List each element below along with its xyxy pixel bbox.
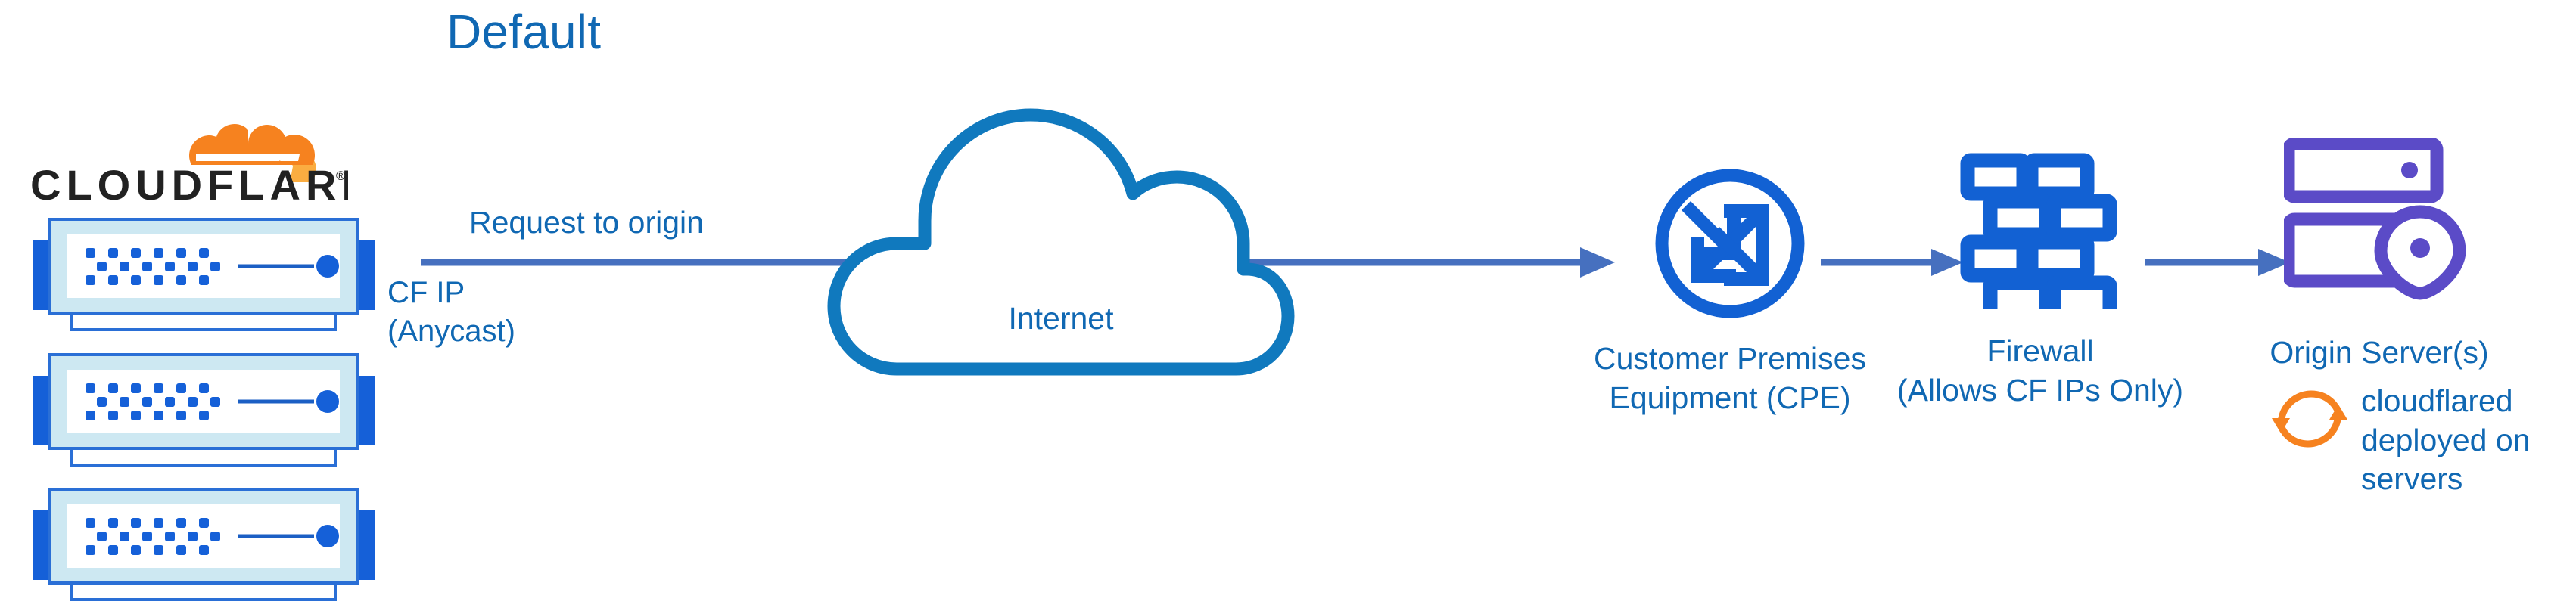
label-cf-ip-line2: (Anycast) — [387, 315, 515, 349]
label-cpe-line1: Customer Premises — [1594, 341, 1866, 376]
svg-text:CLOUDFLARE: CLOUDFLARE — [30, 161, 348, 209]
label-request-to-origin: Request to origin — [469, 205, 704, 240]
arrow-cpe-to-firewall — [1821, 243, 1965, 281]
cloudflared-line2: deployed on — [2361, 422, 2531, 457]
server-rack-location-icon — [2284, 138, 2466, 300]
firewall-icon — [1958, 151, 2119, 309]
cf-edge-switch-1 — [33, 218, 375, 333]
label-origin-server: Origin Server(s) — [2270, 335, 2489, 370]
network-switch-icon — [33, 353, 375, 467]
label-cf-ip: CF IP (Anycast) — [387, 274, 614, 351]
page-title: Default — [446, 5, 602, 59]
cf-edge-switch-3 — [33, 488, 375, 603]
brick-wall-icon — [1960, 153, 2117, 309]
label-cpe: Customer Premises Equipment (CPE) — [1548, 339, 1912, 418]
label-cpe-line2: Equipment (CPE) — [1609, 380, 1851, 416]
cloudflare-cloud-mark — [189, 124, 316, 182]
label-cf-ip-line1: CF IP — [387, 276, 465, 309]
cpe-router-icon — [1651, 165, 1809, 322]
label-internet: Internet — [1008, 301, 1114, 336]
internet-cloud — [826, 107, 1296, 377]
arrow-right-icon — [1821, 249, 1963, 276]
svg-text:®: ® — [336, 169, 346, 183]
arrow-firewall-to-origin — [2145, 243, 2291, 281]
cloudflared-note: cloudflared deployed on servers — [2270, 382, 2576, 499]
label-firewall: Firewall (Allows CF IPs Only) — [1895, 331, 2186, 411]
cloud-icon — [827, 108, 1295, 376]
cloudflare-logo: CLOUDFLARE ® — [30, 106, 348, 221]
cloudflared-line3: servers — [2361, 461, 2463, 497]
label-firewall-line2: (Allows CF IPs Only) — [1896, 373, 2184, 408]
cloudflared-line1: cloudflared — [2361, 383, 2513, 418]
arrow-right-icon — [2145, 249, 2290, 276]
cloudflared-text: cloudflared deployed on servers — [2361, 382, 2530, 499]
network-switch-icon — [33, 488, 375, 601]
cf-edge-switch-2 — [33, 353, 375, 468]
sync-arrows-icon — [2270, 386, 2349, 451]
router-icon — [1655, 169, 1805, 318]
cloudflare-wordmark: CLOUDFLARE ® — [30, 161, 348, 209]
network-switch-icon — [33, 218, 375, 331]
label-firewall-line1: Firewall — [1986, 333, 2094, 368]
origin-server-icon — [2284, 138, 2473, 301]
